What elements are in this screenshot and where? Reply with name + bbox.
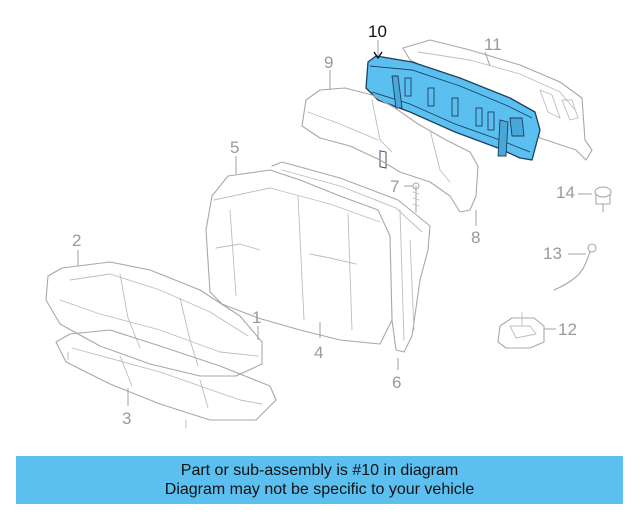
part-14-clip [594,186,612,213]
callout-8[interactable]: 8 [471,228,480,247]
leader-lines [77,40,592,406]
callout-4[interactable]: 4 [314,343,323,362]
callout-12[interactable]: 12 [558,320,577,339]
callout-3[interactable]: 3 [122,409,131,428]
leader-11 [484,51,491,67]
info-banner: Part or sub-assembly is #10 in diagram D… [16,456,623,504]
part-6-frame [271,161,431,353]
part-3-cushion-base [55,329,277,429]
banner-line-1: Part or sub-assembly is #10 in diagram [180,462,459,479]
part-7-bolt [412,182,420,213]
callout-labels: 10 11 9 5 7 14 8 2 13 1 12 4 6 3 [72,22,577,428]
part-9-pad [301,87,479,213]
callout-11[interactable]: 11 [484,35,502,54]
callout-10[interactable]: 10 [368,22,387,41]
parts-diagram: 10 11 9 5 7 14 8 2 13 1 12 4 6 3 [45,22,612,429]
callout-9[interactable]: 9 [324,53,333,72]
banner-line-2: Diagram may not be specific to your vehi… [164,481,475,498]
part-13-cable [553,243,597,291]
callout-6[interactable]: 6 [392,373,401,392]
part-10-highlighted-panel [365,55,541,169]
callout-2[interactable]: 2 [72,231,81,250]
callout-14[interactable]: 14 [556,183,575,202]
part-12-bracket [497,311,545,349]
callout-1[interactable]: 1 [252,308,261,327]
part-2-seat-cushion [45,261,263,377]
callout-7[interactable]: 7 [390,177,399,196]
callout-5[interactable]: 5 [230,138,239,157]
callout-13[interactable]: 13 [543,244,562,263]
part-5-seat-back [205,169,393,345]
